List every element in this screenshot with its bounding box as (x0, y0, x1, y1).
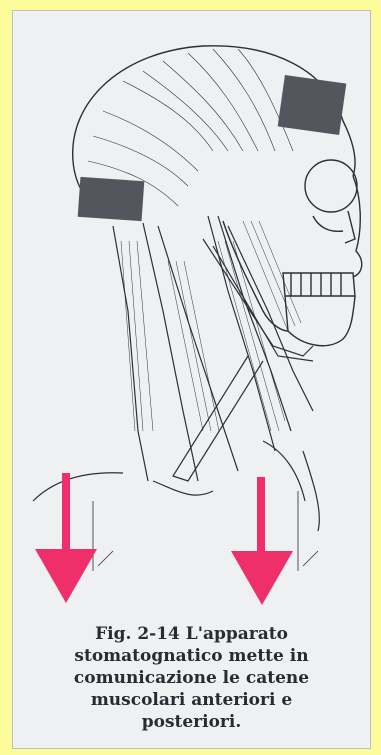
figure-panel: Fig. 2-14 L'apparato stomatognatico mett… (12, 10, 371, 749)
arrow-down-icon (35, 473, 97, 603)
anatomical-illustration (13, 11, 370, 611)
caption-line: comunicazione le catene (33, 667, 350, 689)
arrow-down-icon (231, 477, 293, 605)
caption-line: stomatognatico mette in (33, 645, 350, 667)
muscle-patch-temporal (278, 75, 347, 135)
caption-line: muscolari anteriori e (33, 689, 350, 711)
figure-caption: Fig. 2-14 L'apparato stomatognatico mett… (33, 623, 350, 733)
caption-line: posteriori. (33, 711, 350, 733)
neck-muscle-chains (33, 216, 319, 571)
caption-line: Fig. 2-14 L'apparato (33, 623, 350, 645)
muscle-patch-occipital (78, 177, 145, 221)
